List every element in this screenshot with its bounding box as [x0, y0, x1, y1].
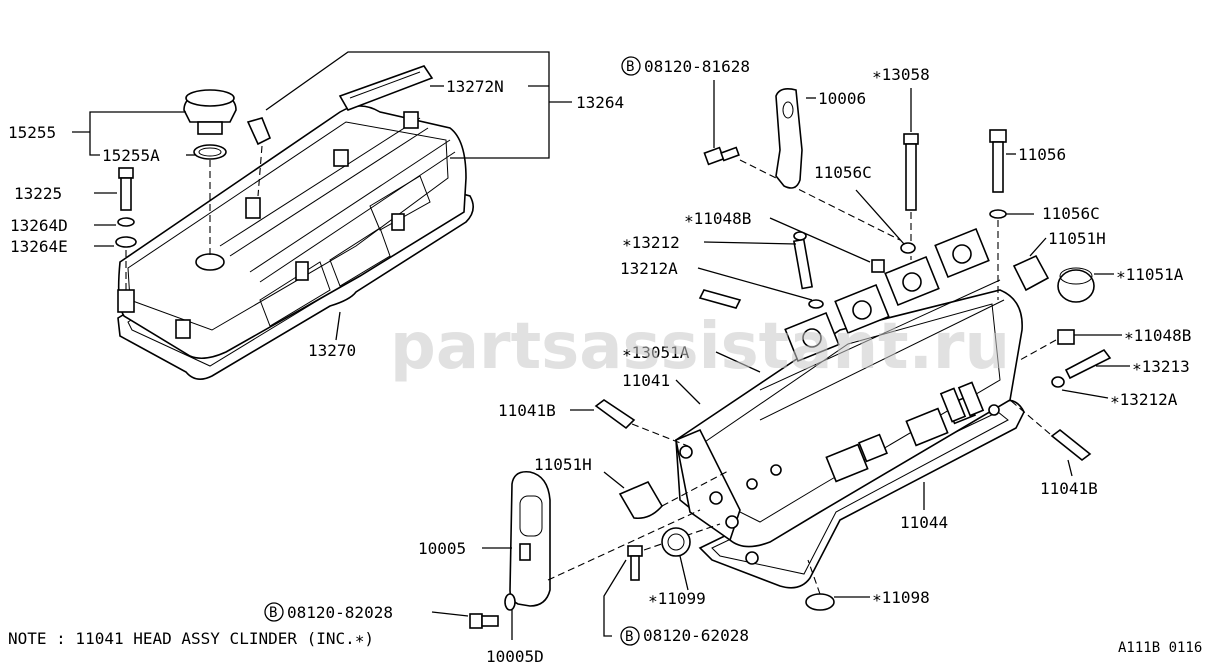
- oil-filler-cap: [183, 89, 237, 160]
- svg-text:B: B: [269, 605, 277, 621]
- label-10006: 10006: [818, 89, 866, 108]
- bolt-08120-81628: [703, 146, 740, 166]
- washer-11056c: [989, 209, 1007, 219]
- oil-filler-neck: [195, 253, 225, 271]
- label-10005d: 10005D: [486, 647, 544, 666]
- label-08120-81628: 08120-81628: [644, 57, 750, 76]
- label-11099: ∗11099: [648, 589, 706, 608]
- label-13272n: 13272N: [446, 77, 504, 96]
- stud-13058: [903, 133, 919, 211]
- label-15255: 15255: [8, 123, 56, 142]
- label-11051h-left: 11051H: [534, 455, 592, 474]
- oil-cap-oring: [193, 144, 227, 160]
- bearing-cap-11051h-right: [1012, 254, 1050, 292]
- washer-10005d: [504, 593, 516, 611]
- label-13051a: ∗13051A: [622, 343, 690, 362]
- washer-13212a: [808, 299, 824, 309]
- plug-11048b: [871, 259, 885, 273]
- seal-13264e: [115, 236, 137, 248]
- label-13225: 13225: [14, 184, 62, 203]
- plug-11051a: [1057, 269, 1095, 303]
- label-11044: 11044: [900, 513, 948, 532]
- cylinder-head-block: [675, 289, 1023, 548]
- label-11041: 11041: [622, 371, 670, 390]
- label-11051h-right: 11051H: [1048, 229, 1106, 248]
- oil-seal-11099: [661, 527, 691, 557]
- label-11056c-left: 11056C: [814, 163, 872, 182]
- label-08120-62028: 08120-62028: [643, 626, 749, 645]
- stud-11041b-right: [1050, 428, 1092, 462]
- label-11041b-left: 11041B: [498, 401, 556, 420]
- pcv-hose: [246, 117, 272, 146]
- washer-13264d: [117, 217, 135, 227]
- label-13212: ∗13212: [622, 233, 680, 252]
- bearing-cap-11051h-left: [618, 480, 663, 520]
- label-11051a: ∗11051A: [1116, 265, 1184, 284]
- rocker-cover-assembly: [117, 65, 474, 380]
- label-08120-82028: 08120-82028: [287, 603, 393, 622]
- label-13270: 13270: [308, 341, 356, 360]
- label-13213: ∗13213: [1132, 357, 1190, 376]
- badge-b-1: B: [621, 56, 641, 76]
- bolt-08120-82028: [469, 593, 516, 629]
- badge-b-2: B: [264, 602, 284, 622]
- stud-11041b-left: [594, 399, 636, 430]
- emission-label-plate: [338, 65, 434, 111]
- label-11056: 11056: [1018, 145, 1066, 164]
- label-10005: 10005: [418, 539, 466, 558]
- cylinder-head: [675, 227, 1025, 589]
- stud-13213: [1064, 348, 1112, 380]
- head-bolt-11056: [989, 129, 1007, 219]
- plug-11048b-right: [1057, 329, 1075, 345]
- figure-code: A111B 0116: [1118, 640, 1202, 656]
- badge-b-3: B: [620, 626, 640, 646]
- label-13212a: 13212A: [620, 259, 678, 278]
- bolt-08120-62028: [627, 545, 643, 581]
- rear-plate-10005: [509, 470, 551, 607]
- engine-slinger-10006: [775, 88, 803, 189]
- label-13264: 13264: [576, 93, 624, 112]
- label-13212a-right: ∗13212A: [1110, 390, 1178, 409]
- rocker-cover-bolt: [115, 167, 137, 248]
- note-text: NOTE : 11041 HEAD ASSY CLINDER (INC.∗): [8, 629, 374, 648]
- washer-13212a-right: [1051, 376, 1065, 388]
- stud-13212: [792, 231, 824, 309]
- label-13264e: 13264E: [10, 237, 68, 256]
- svg-text:B: B: [625, 629, 633, 645]
- label-15255a: 15255A: [102, 146, 160, 165]
- label-11056c-right: 11056C: [1042, 204, 1100, 223]
- label-13264d: 13264D: [10, 216, 68, 235]
- label-11048b-center: ∗11048B: [684, 209, 751, 228]
- washer-11056c-left: [900, 242, 916, 254]
- label-13058: ∗13058: [872, 65, 930, 84]
- svg-text:B: B: [626, 59, 634, 75]
- label-11098: ∗11098: [872, 588, 930, 607]
- watermark: partsassistant.ru: [390, 310, 1010, 384]
- label-11041b-right: 11041B: [1040, 479, 1098, 498]
- label-11048b-right: ∗11048B: [1124, 326, 1191, 345]
- plug-11098: [805, 593, 835, 611]
